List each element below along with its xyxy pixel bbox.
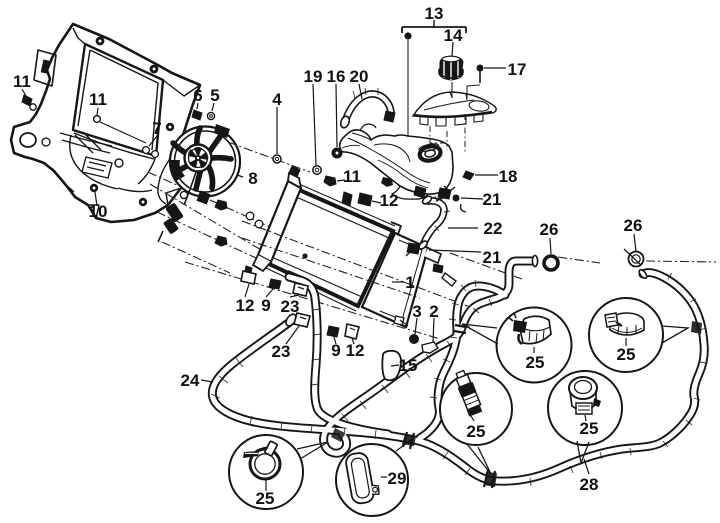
svg-text:13: 13 — [425, 4, 444, 23]
svg-text:8: 8 — [248, 169, 257, 188]
svg-text:4: 4 — [272, 90, 282, 109]
svg-text:1: 1 — [405, 273, 414, 292]
svg-text:6: 6 — [193, 86, 202, 105]
svg-text:23: 23 — [272, 342, 291, 361]
svg-text:17: 17 — [508, 60, 527, 79]
svg-text:19: 19 — [304, 67, 323, 86]
svg-text:10: 10 — [89, 202, 108, 221]
svg-text:7: 7 — [152, 119, 161, 138]
svg-text:14: 14 — [444, 26, 463, 45]
svg-text:11: 11 — [89, 90, 107, 109]
svg-text:21: 21 — [483, 190, 502, 209]
svg-text:5: 5 — [210, 86, 219, 105]
svg-text:9: 9 — [331, 341, 340, 360]
svg-text:29: 29 — [388, 469, 407, 488]
svg-text:12: 12 — [346, 341, 365, 360]
svg-text:18: 18 — [499, 167, 518, 186]
svg-text:23: 23 — [281, 297, 300, 316]
svg-text:22: 22 — [484, 219, 503, 238]
svg-text:25: 25 — [617, 345, 636, 364]
svg-text:28: 28 — [580, 475, 599, 494]
svg-text:21: 21 — [483, 248, 502, 267]
svg-text:25: 25 — [256, 489, 275, 508]
svg-text:25: 25 — [467, 422, 486, 441]
svg-text:16: 16 — [327, 67, 346, 86]
svg-text:2: 2 — [429, 302, 438, 321]
svg-text:9: 9 — [261, 296, 270, 315]
svg-text:3: 3 — [412, 302, 421, 321]
svg-text:15: 15 — [399, 356, 418, 375]
svg-text:26: 26 — [540, 220, 559, 239]
svg-text:12: 12 — [236, 296, 255, 315]
svg-text:11: 11 — [343, 167, 361, 186]
svg-text:25: 25 — [580, 419, 599, 438]
svg-text:24: 24 — [181, 371, 200, 390]
svg-text:25: 25 — [526, 353, 545, 372]
svg-text:11: 11 — [13, 72, 31, 91]
svg-text:20: 20 — [350, 67, 369, 86]
svg-text:26: 26 — [624, 216, 643, 235]
svg-text:12: 12 — [380, 191, 399, 210]
